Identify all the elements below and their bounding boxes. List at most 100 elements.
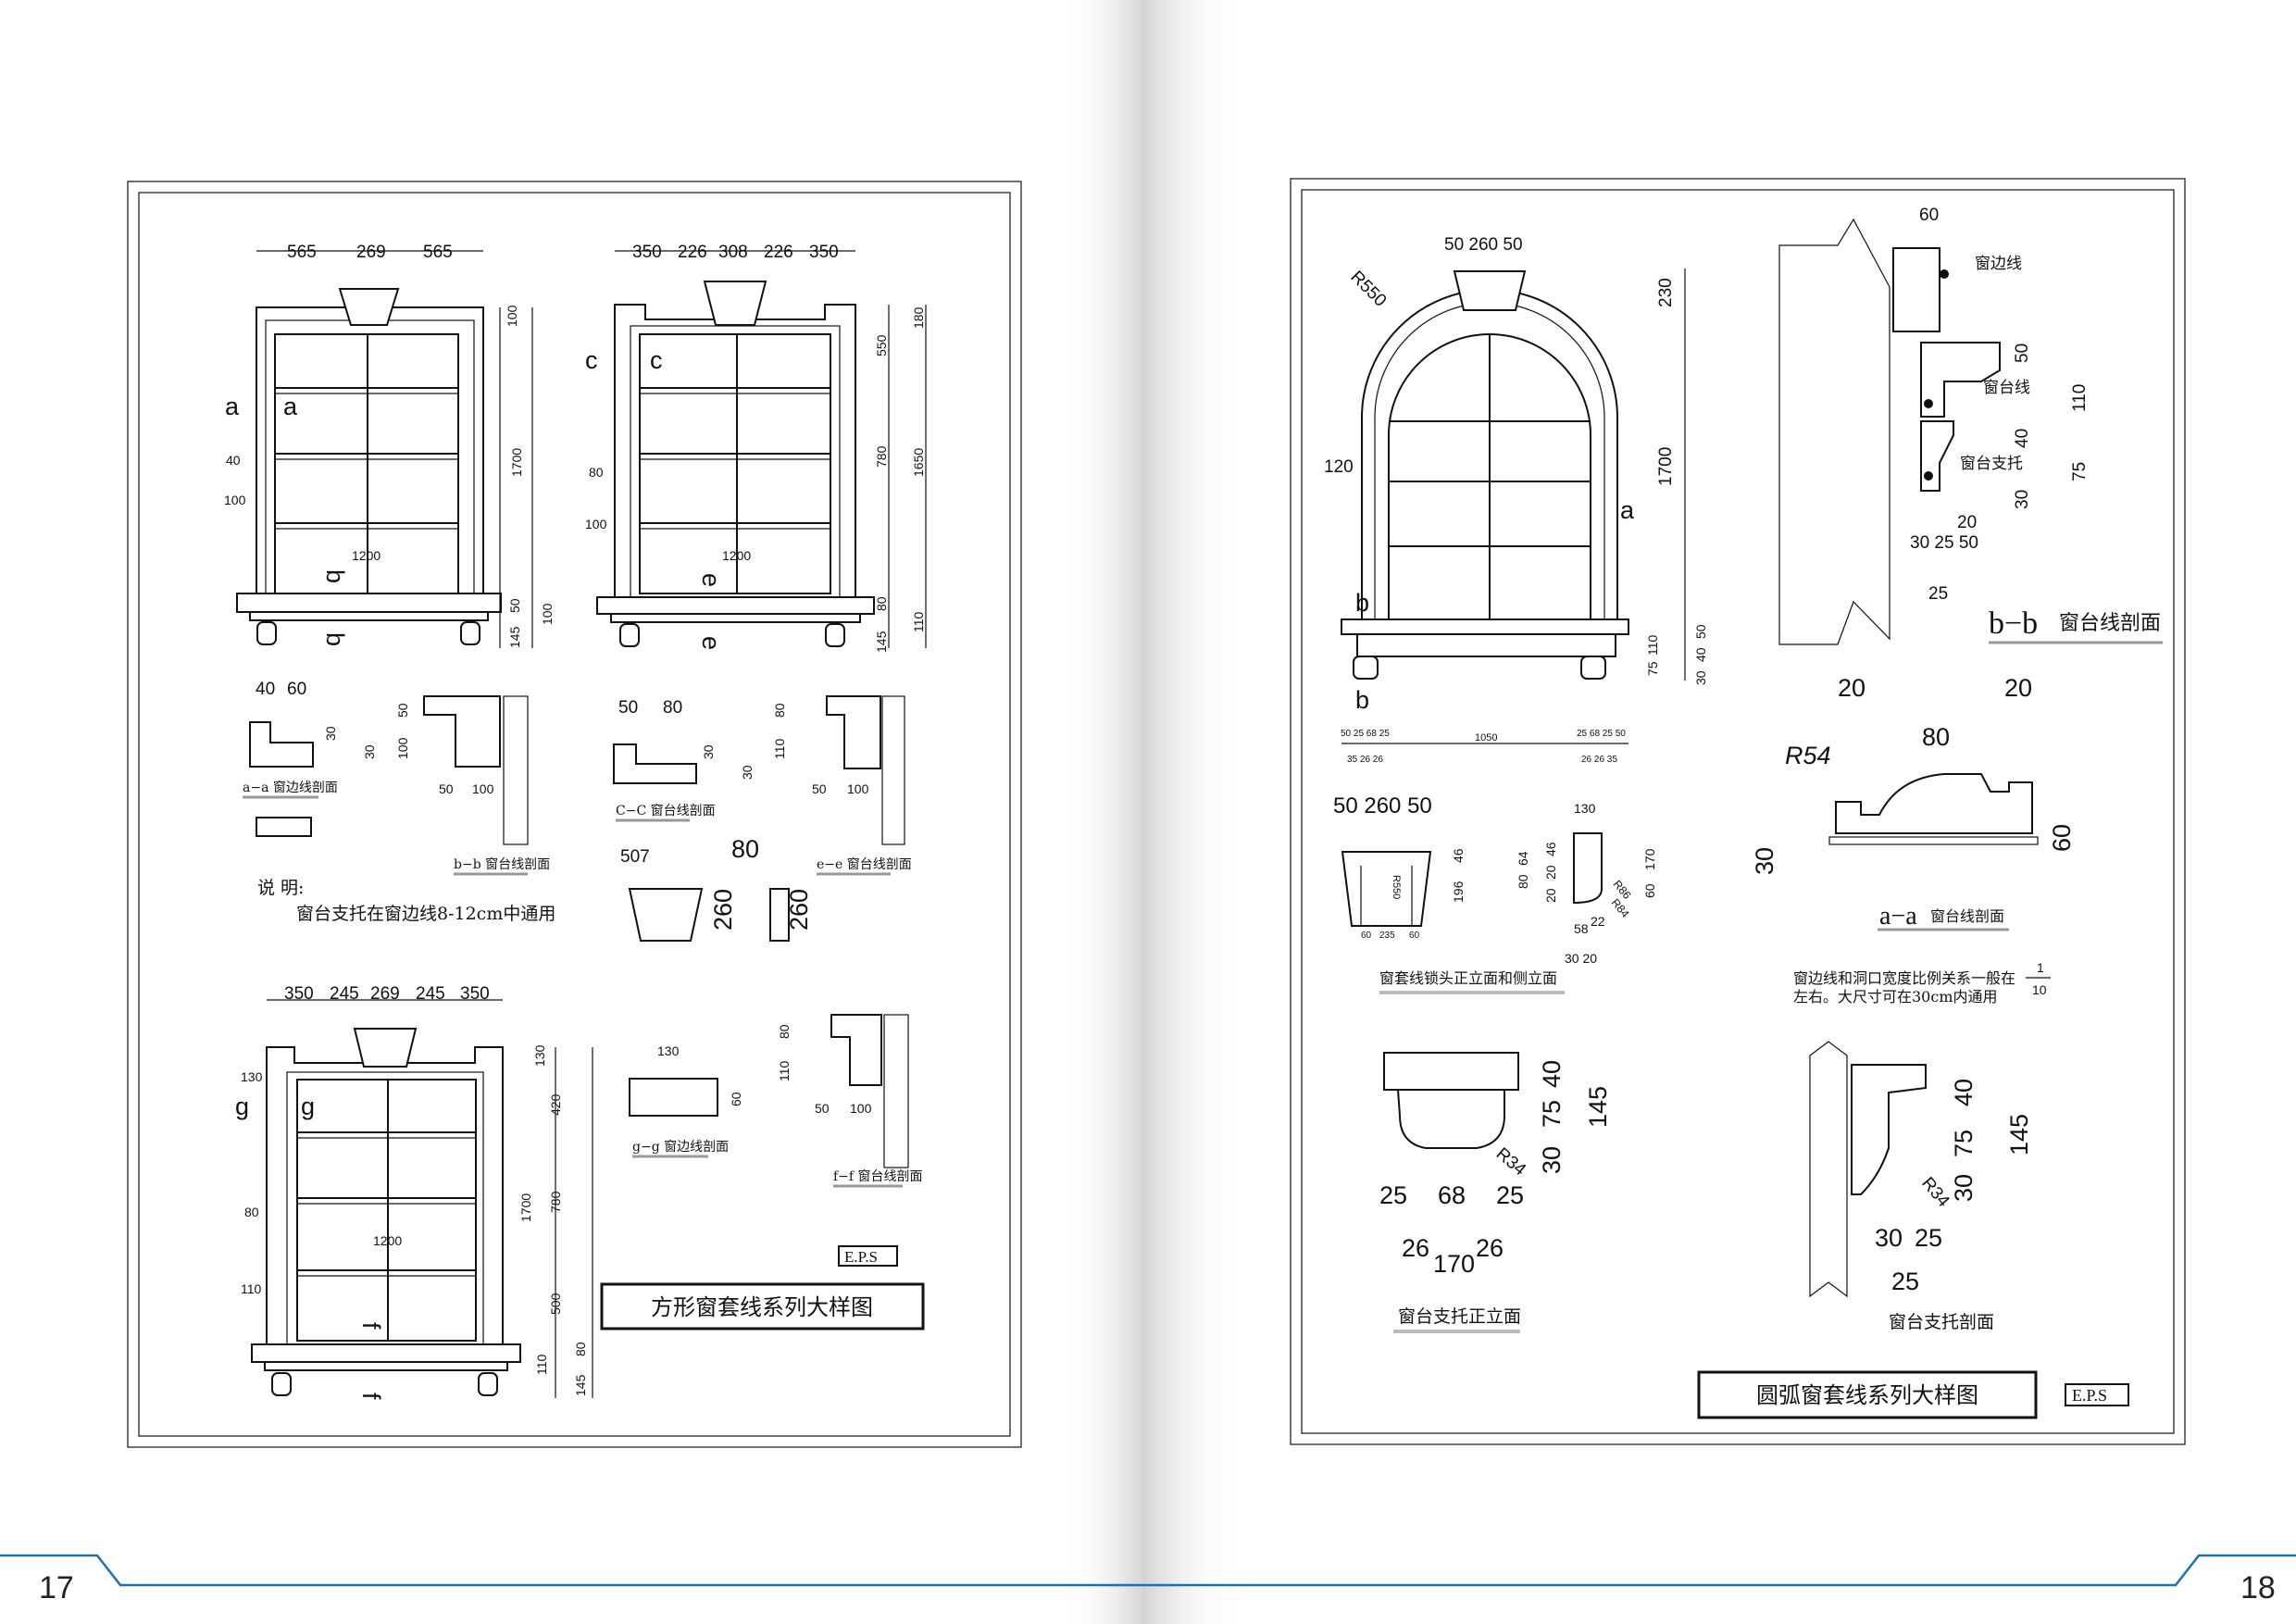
svg-text:窗台线剖面: 窗台线剖面 — [2059, 612, 2161, 635]
svg-text:110: 110 — [241, 1281, 262, 1296]
svg-text:120: 120 — [1324, 457, 1354, 477]
section-b-b-sill: 60 窗边线 窗台线 窗台支托 50 110 40 75 30 20 30 25… — [1778, 206, 2163, 645]
svg-text:b: b — [321, 569, 349, 583]
svg-text:35 26 26: 35 26 26 — [1347, 755, 1383, 765]
svg-text:40: 40 — [1538, 1060, 1566, 1088]
svg-text:1: 1 — [2037, 960, 2044, 975]
svg-text:60: 60 — [1409, 931, 1420, 941]
svg-text:60: 60 — [729, 1092, 743, 1106]
svg-text:R34: R34 — [1917, 1174, 1953, 1212]
svg-text:110: 110 — [911, 611, 926, 632]
svg-text:145: 145 — [2005, 1114, 2033, 1156]
svg-text:46: 46 — [1451, 848, 1466, 863]
right-page-title: 圆弧窗套线系列大样图 — [1756, 1382, 1978, 1408]
svg-text:170: 170 — [1433, 1250, 1475, 1278]
svg-text:R54: R54 — [1785, 742, 1831, 769]
svg-text:50 260 50: 50 260 50 — [1333, 793, 1432, 818]
svg-text:e: e — [697, 636, 725, 650]
lock-head-elevations: 50 260 50 R550 46 196 60 235 60 130 80 6… — [1333, 793, 1657, 994]
arched-window-dimensions: 50 260 50 R550 120 a b b 230 1700 110 75… — [1324, 235, 1708, 765]
bracket-front-elevation: 40 75 145 30 R34 25 68 25 26 170 26 窗台支托… — [1379, 1052, 1612, 1333]
svg-text:50: 50 — [395, 703, 410, 718]
svg-text:左右。大尺寸可在30cm内通用: 左右。大尺寸可在30cm内通用 — [1793, 988, 1998, 1006]
note-title: 说 明: — [257, 878, 304, 898]
svg-text:565: 565 — [423, 243, 453, 262]
svg-text:30: 30 — [2013, 490, 2032, 509]
svg-text:245: 245 — [416, 984, 445, 1004]
svg-text:b: b — [321, 632, 349, 646]
svg-text:80: 80 — [589, 465, 604, 480]
svg-text:130: 130 — [241, 1069, 263, 1084]
svg-text:507: 507 — [620, 847, 650, 867]
svg-text:20: 20 — [2004, 674, 2032, 702]
bracket-section: 40 75 145 30 R34 30 25 25 窗台支托剖面 — [1809, 1041, 2033, 1332]
svg-text:145: 145 — [1584, 1086, 1612, 1128]
eps-badge-right — [2065, 1383, 2129, 1406]
svg-text:26: 26 — [1476, 1234, 1504, 1262]
svg-text:25: 25 — [1496, 1181, 1524, 1209]
svg-text:1200: 1200 — [352, 548, 381, 563]
svg-text:1700: 1700 — [1656, 447, 1676, 486]
svg-text:g: g — [301, 1093, 315, 1120]
svg-text:20: 20 — [1543, 888, 1558, 903]
svg-text:68: 68 — [1438, 1181, 1466, 1209]
keystone-detail: 507 80 260 260 — [620, 835, 813, 942]
svg-text:30: 30 — [1950, 1174, 1978, 1202]
svg-text:420: 420 — [548, 1093, 563, 1116]
svg-text:e: e — [697, 573, 725, 587]
svg-text:R550: R550 — [1346, 268, 1390, 311]
svg-text:350: 350 — [632, 243, 662, 262]
svg-text:100: 100 — [540, 603, 555, 625]
svg-text:25: 25 — [1915, 1224, 1942, 1252]
svg-text:1700: 1700 — [518, 1193, 533, 1222]
note-text: 窗台支托在窗边线8-12cm中通用 — [296, 904, 555, 924]
svg-text:780: 780 — [874, 445, 889, 468]
svg-text:30: 30 — [323, 726, 338, 741]
svg-text:E.P.S: E.P.S — [844, 1248, 878, 1266]
svg-text:b: b — [1355, 686, 1369, 714]
svg-text:1200: 1200 — [722, 548, 751, 563]
footer-accent-line — [0, 1554, 2296, 1587]
svg-text:350: 350 — [809, 243, 839, 262]
window-1-elevation — [236, 250, 533, 648]
svg-text:26: 26 — [1402, 1234, 1429, 1262]
svg-text:f: f — [357, 1322, 385, 1330]
svg-text:窗台支托正立面: 窗台支托正立面 — [1398, 1306, 1521, 1327]
svg-text:窗边线和洞口宽度比例关系一般在: 窗边线和洞口宽度比例关系一般在 — [1793, 969, 2015, 987]
section-g-g: 130 60 g−g 窗边线剖面 — [629, 1043, 743, 1158]
svg-text:46: 46 — [1543, 842, 1558, 856]
svg-text:130: 130 — [657, 1043, 680, 1058]
svg-text:25: 25 — [1379, 1181, 1407, 1209]
svg-text:30: 30 — [1693, 670, 1708, 685]
svg-text:350: 350 — [284, 984, 314, 1004]
svg-text:窗台线剖面: 窗台线剖面 — [1930, 907, 2004, 925]
svg-text:30 20: 30 20 — [1565, 951, 1597, 966]
svg-text:100: 100 — [505, 305, 519, 327]
svg-text:C−C 窗台线剖面: C−C 窗台线剖面 — [616, 803, 716, 818]
svg-text:100: 100 — [850, 1101, 872, 1116]
svg-text:50: 50 — [1693, 624, 1708, 639]
window-2-dimensions: 350 226 308 226 350 c c e e 1200 80 100 … — [585, 243, 926, 653]
svg-text:100: 100 — [585, 517, 607, 531]
svg-text:60: 60 — [2048, 824, 2076, 852]
svg-text:R550: R550 — [1391, 875, 1402, 899]
svg-text:E.P.S: E.P.S — [2072, 1386, 2107, 1405]
svg-text:180: 180 — [911, 306, 926, 329]
svg-text:a: a — [1620, 496, 1635, 524]
svg-text:窗台支托: 窗台支托 — [1960, 455, 2023, 473]
svg-text:780: 780 — [548, 1191, 563, 1213]
left-title-box — [600, 1282, 925, 1330]
svg-text:235: 235 — [1379, 931, 1395, 941]
right-title-box — [1697, 1370, 2038, 1419]
svg-text:R34: R34 — [1492, 1144, 1530, 1181]
svg-text:110: 110 — [777, 1060, 792, 1081]
page-number-right: 18 — [2240, 1570, 2276, 1605]
left-page-frame — [127, 181, 1022, 1448]
svg-text:25 68 25 50: 25 68 25 50 — [1577, 729, 1626, 739]
svg-text:b−b 窗台线剖面: b−b 窗台线剖面 — [454, 856, 550, 872]
svg-text:80: 80 — [777, 1024, 792, 1039]
svg-text:60: 60 — [1361, 931, 1372, 941]
svg-text:30: 30 — [1751, 847, 1778, 875]
